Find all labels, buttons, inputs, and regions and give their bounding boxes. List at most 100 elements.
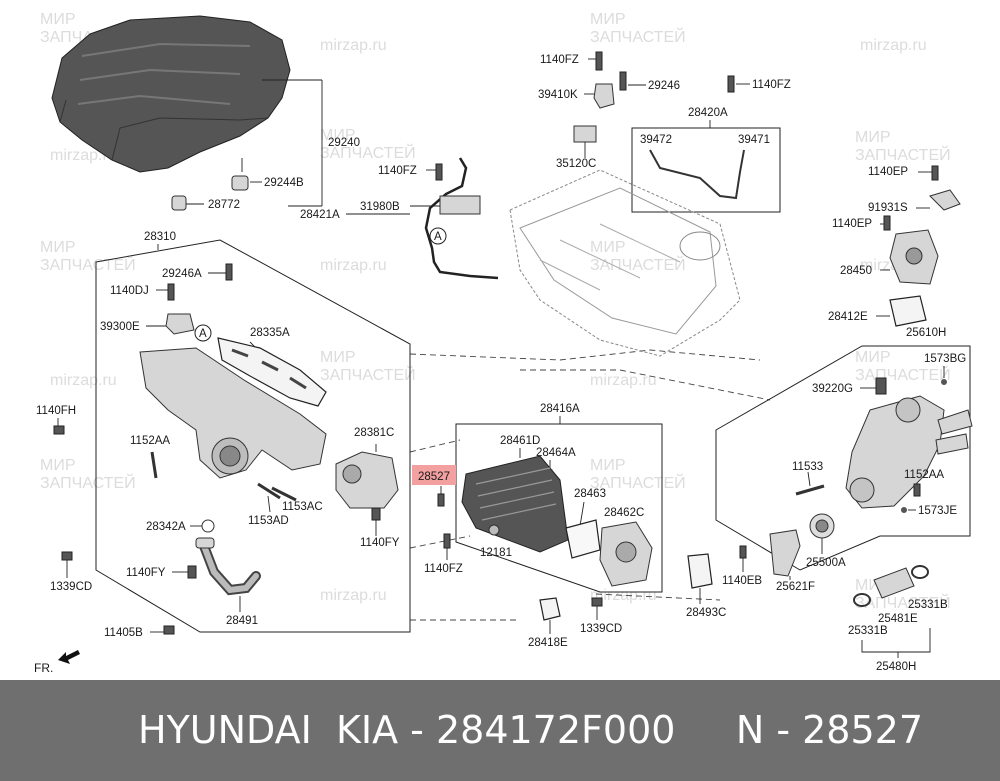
engine-block-part bbox=[509, 169, 741, 357]
label-25481E: 25481E bbox=[878, 613, 918, 625]
label-28493C: 28493C bbox=[686, 607, 726, 619]
label-31980B: 31980B bbox=[360, 201, 400, 213]
label-1573BG: 1573BG bbox=[924, 353, 966, 365]
label-1152AA-a: 1152AA bbox=[130, 435, 170, 447]
watermark-text: ЗАПЧАСТЕЙ bbox=[40, 255, 136, 274]
pressure-sensor-39410K-part bbox=[593, 83, 615, 109]
watermark-text: mirzap.ru bbox=[320, 37, 387, 54]
label-1339CD-a: 1339CD bbox=[50, 581, 92, 593]
label-28310: 28310 bbox=[144, 231, 176, 243]
label-1140FZ-b: 1140FZ bbox=[752, 79, 791, 91]
watermark-text: ЗАПЧАСТЕЙ bbox=[40, 473, 136, 492]
label-28464A: 28464A bbox=[536, 447, 576, 459]
watermark-text: ЗАПЧАСТЕЙ bbox=[855, 145, 951, 164]
label-1152AA-b: 1152AA bbox=[904, 469, 944, 481]
bolt-icon bbox=[437, 493, 445, 507]
label-91931S: 91931S bbox=[868, 202, 908, 214]
bolt-icon bbox=[883, 215, 891, 231]
nut-icon bbox=[488, 524, 500, 536]
grommet-29244B-part bbox=[231, 175, 249, 191]
reference-circle-a bbox=[429, 227, 447, 245]
front-direction-indicator: FR. bbox=[34, 650, 80, 675]
sensor-group-box bbox=[631, 127, 781, 213]
intake-manifold-group-box bbox=[95, 239, 411, 633]
egr-cooler-part bbox=[461, 455, 569, 553]
bolt-icon bbox=[941, 379, 947, 385]
clamp-25331B-part bbox=[853, 593, 871, 607]
watermark-text: ЗАПЧАСТЕЙ bbox=[590, 27, 686, 46]
wiring-harness-part bbox=[424, 157, 499, 280]
label-25331B-b: 25331B bbox=[848, 625, 888, 637]
label-28335A: 28335A bbox=[250, 327, 290, 339]
watermark-text: mirzap.ru bbox=[50, 372, 117, 389]
bolt-icon bbox=[187, 565, 197, 579]
label-25621F: 25621F bbox=[776, 581, 815, 593]
label-29246A: 29246A bbox=[162, 268, 202, 280]
bolt-icon bbox=[225, 263, 233, 281]
label-39471: 39471 bbox=[738, 134, 770, 146]
stud-1153AC-part bbox=[271, 486, 297, 502]
bolt-icon bbox=[435, 163, 443, 181]
bolt-icon bbox=[443, 533, 451, 549]
watermark-text: mirzap.ru bbox=[860, 37, 927, 54]
label-1573JE: 1573JE bbox=[918, 505, 957, 517]
label-28491: 28491 bbox=[226, 615, 258, 627]
watermark-text: МИР bbox=[590, 239, 626, 256]
watermark-text: ЗАПЧАСТЕЙ bbox=[855, 365, 951, 384]
label-1339CD-b: 1339CD bbox=[580, 623, 622, 635]
gasket-28493C-part bbox=[687, 553, 713, 589]
o-ring-28342A-part bbox=[201, 519, 215, 533]
gasket-28418E-part bbox=[539, 597, 561, 621]
label-28450: 28450 bbox=[840, 265, 872, 277]
label-39472: 39472 bbox=[640, 134, 672, 146]
watermark-text: ЗАПЧАСТЕЙ bbox=[855, 593, 951, 612]
label-25331B-a: 25331B bbox=[908, 599, 948, 611]
watermark-text: ЗАПЧАСТЕЙ bbox=[590, 255, 686, 274]
label-39220G: 39220G bbox=[812, 383, 853, 395]
bolt-icon bbox=[913, 483, 921, 497]
label-29246: 29246 bbox=[648, 80, 680, 92]
watermark-text: МИР bbox=[40, 457, 76, 474]
label-11533: 11533 bbox=[792, 461, 823, 473]
label-28381C: 28381C bbox=[354, 427, 394, 439]
circle-a-label: A bbox=[434, 231, 442, 243]
stud-11533-part bbox=[795, 484, 825, 496]
watermark-text: МИР bbox=[40, 11, 76, 28]
water-housing-group-box bbox=[715, 345, 971, 571]
watermark-text: mirzap.ru bbox=[590, 372, 657, 389]
bolt-icon bbox=[53, 425, 65, 435]
watermark-text: МИР bbox=[320, 349, 356, 366]
stud-1153AD-part bbox=[257, 482, 281, 500]
watermark-text: МИР bbox=[40, 239, 76, 256]
label-28461D: 28461D bbox=[500, 435, 540, 447]
label-1140FZ-a: 1140FZ bbox=[540, 54, 579, 66]
watermark-text: ЗАПЧАСТЕЙ bbox=[320, 365, 416, 384]
label-1153AD: 1153AD bbox=[248, 515, 289, 527]
label-1140DJ: 1140DJ bbox=[110, 285, 149, 297]
label-35120C: 35120C bbox=[556, 158, 596, 170]
gasket-28412E-part bbox=[889, 295, 927, 327]
arrow-icon bbox=[58, 650, 80, 664]
intake-manifold-part bbox=[139, 347, 327, 479]
watermark-text: МИР bbox=[590, 457, 626, 474]
label-1153AC: 1153AC bbox=[282, 501, 323, 513]
circle-a-label: A bbox=[199, 328, 207, 340]
label-29240: 29240 bbox=[328, 137, 360, 149]
reference-circle-a bbox=[194, 324, 212, 342]
part-number-footer: HYUNDAI KIA - 284172F000 N - 28527 bbox=[0, 680, 1000, 781]
label-28412E: 28412E bbox=[828, 311, 868, 323]
watermark-text: МИР bbox=[855, 349, 891, 366]
label-28416A: 28416A bbox=[540, 403, 580, 415]
clamp-25331B-part bbox=[911, 565, 929, 579]
label-12181: 12181 bbox=[480, 547, 512, 559]
label-1140FZ-d: 1140FZ bbox=[424, 563, 463, 575]
label-1140EB: 1140EB bbox=[722, 575, 762, 587]
label-1140FH: 1140FH bbox=[36, 405, 76, 417]
label-28527: 28527 bbox=[418, 471, 450, 483]
thermostat-cover-25621F-part bbox=[769, 529, 801, 577]
label-28342A: 28342A bbox=[146, 521, 186, 533]
label-1140FY-a: 1140FY bbox=[360, 537, 400, 549]
label-28772: 28772 bbox=[208, 199, 240, 211]
water-housing-25610H-part bbox=[845, 395, 945, 509]
label-1140EP-a: 1140EP bbox=[868, 166, 908, 178]
